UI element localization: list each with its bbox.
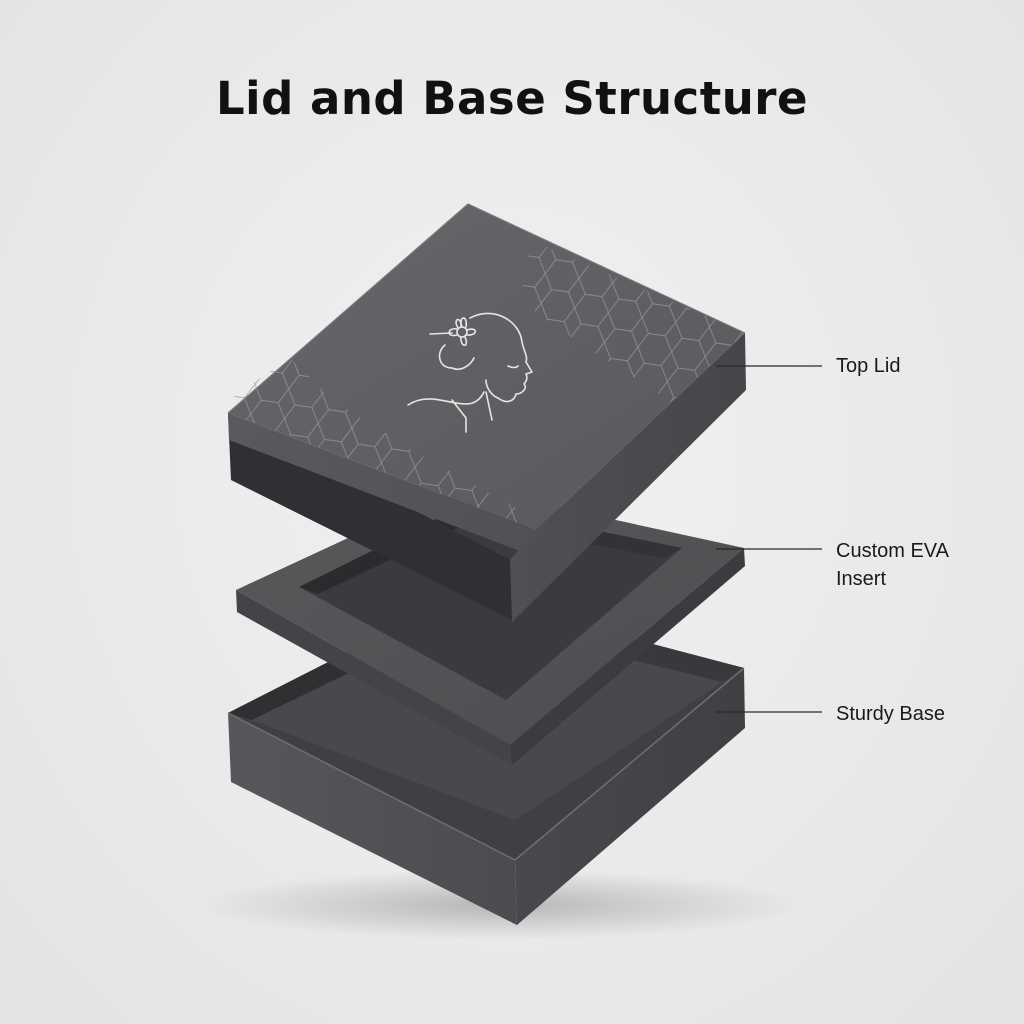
woman-profile-line-art-icon xyxy=(407,312,533,433)
base-right-face xyxy=(515,668,745,925)
top-lid xyxy=(227,203,746,622)
callout-label-sturdy-base: Sturdy Base xyxy=(836,700,945,728)
lid-right-face xyxy=(510,333,746,622)
insert-front-edge xyxy=(236,590,512,765)
top-lid-label: Top Lid xyxy=(836,355,901,377)
insert-right-edge xyxy=(510,548,745,765)
lid-hex-pattern-left xyxy=(228,358,536,530)
lid-top-edge xyxy=(227,203,746,414)
callout-label-top-lid: Top Lid xyxy=(836,352,901,380)
eva-insert-label-line1: Custom EVA xyxy=(836,540,949,562)
eva-insert-label-line2: Insert xyxy=(836,568,887,590)
base-front-face xyxy=(228,713,517,925)
base-rim-edge xyxy=(227,667,745,861)
sturdy-base-label: Sturdy Base xyxy=(836,703,945,725)
diagram-title: Lid and Base Structure xyxy=(216,72,808,125)
lid-hex-pattern-right xyxy=(520,240,745,402)
lid-front-strip xyxy=(228,413,538,558)
callout-label-eva-insert: Custom EVA Insert xyxy=(836,537,949,593)
